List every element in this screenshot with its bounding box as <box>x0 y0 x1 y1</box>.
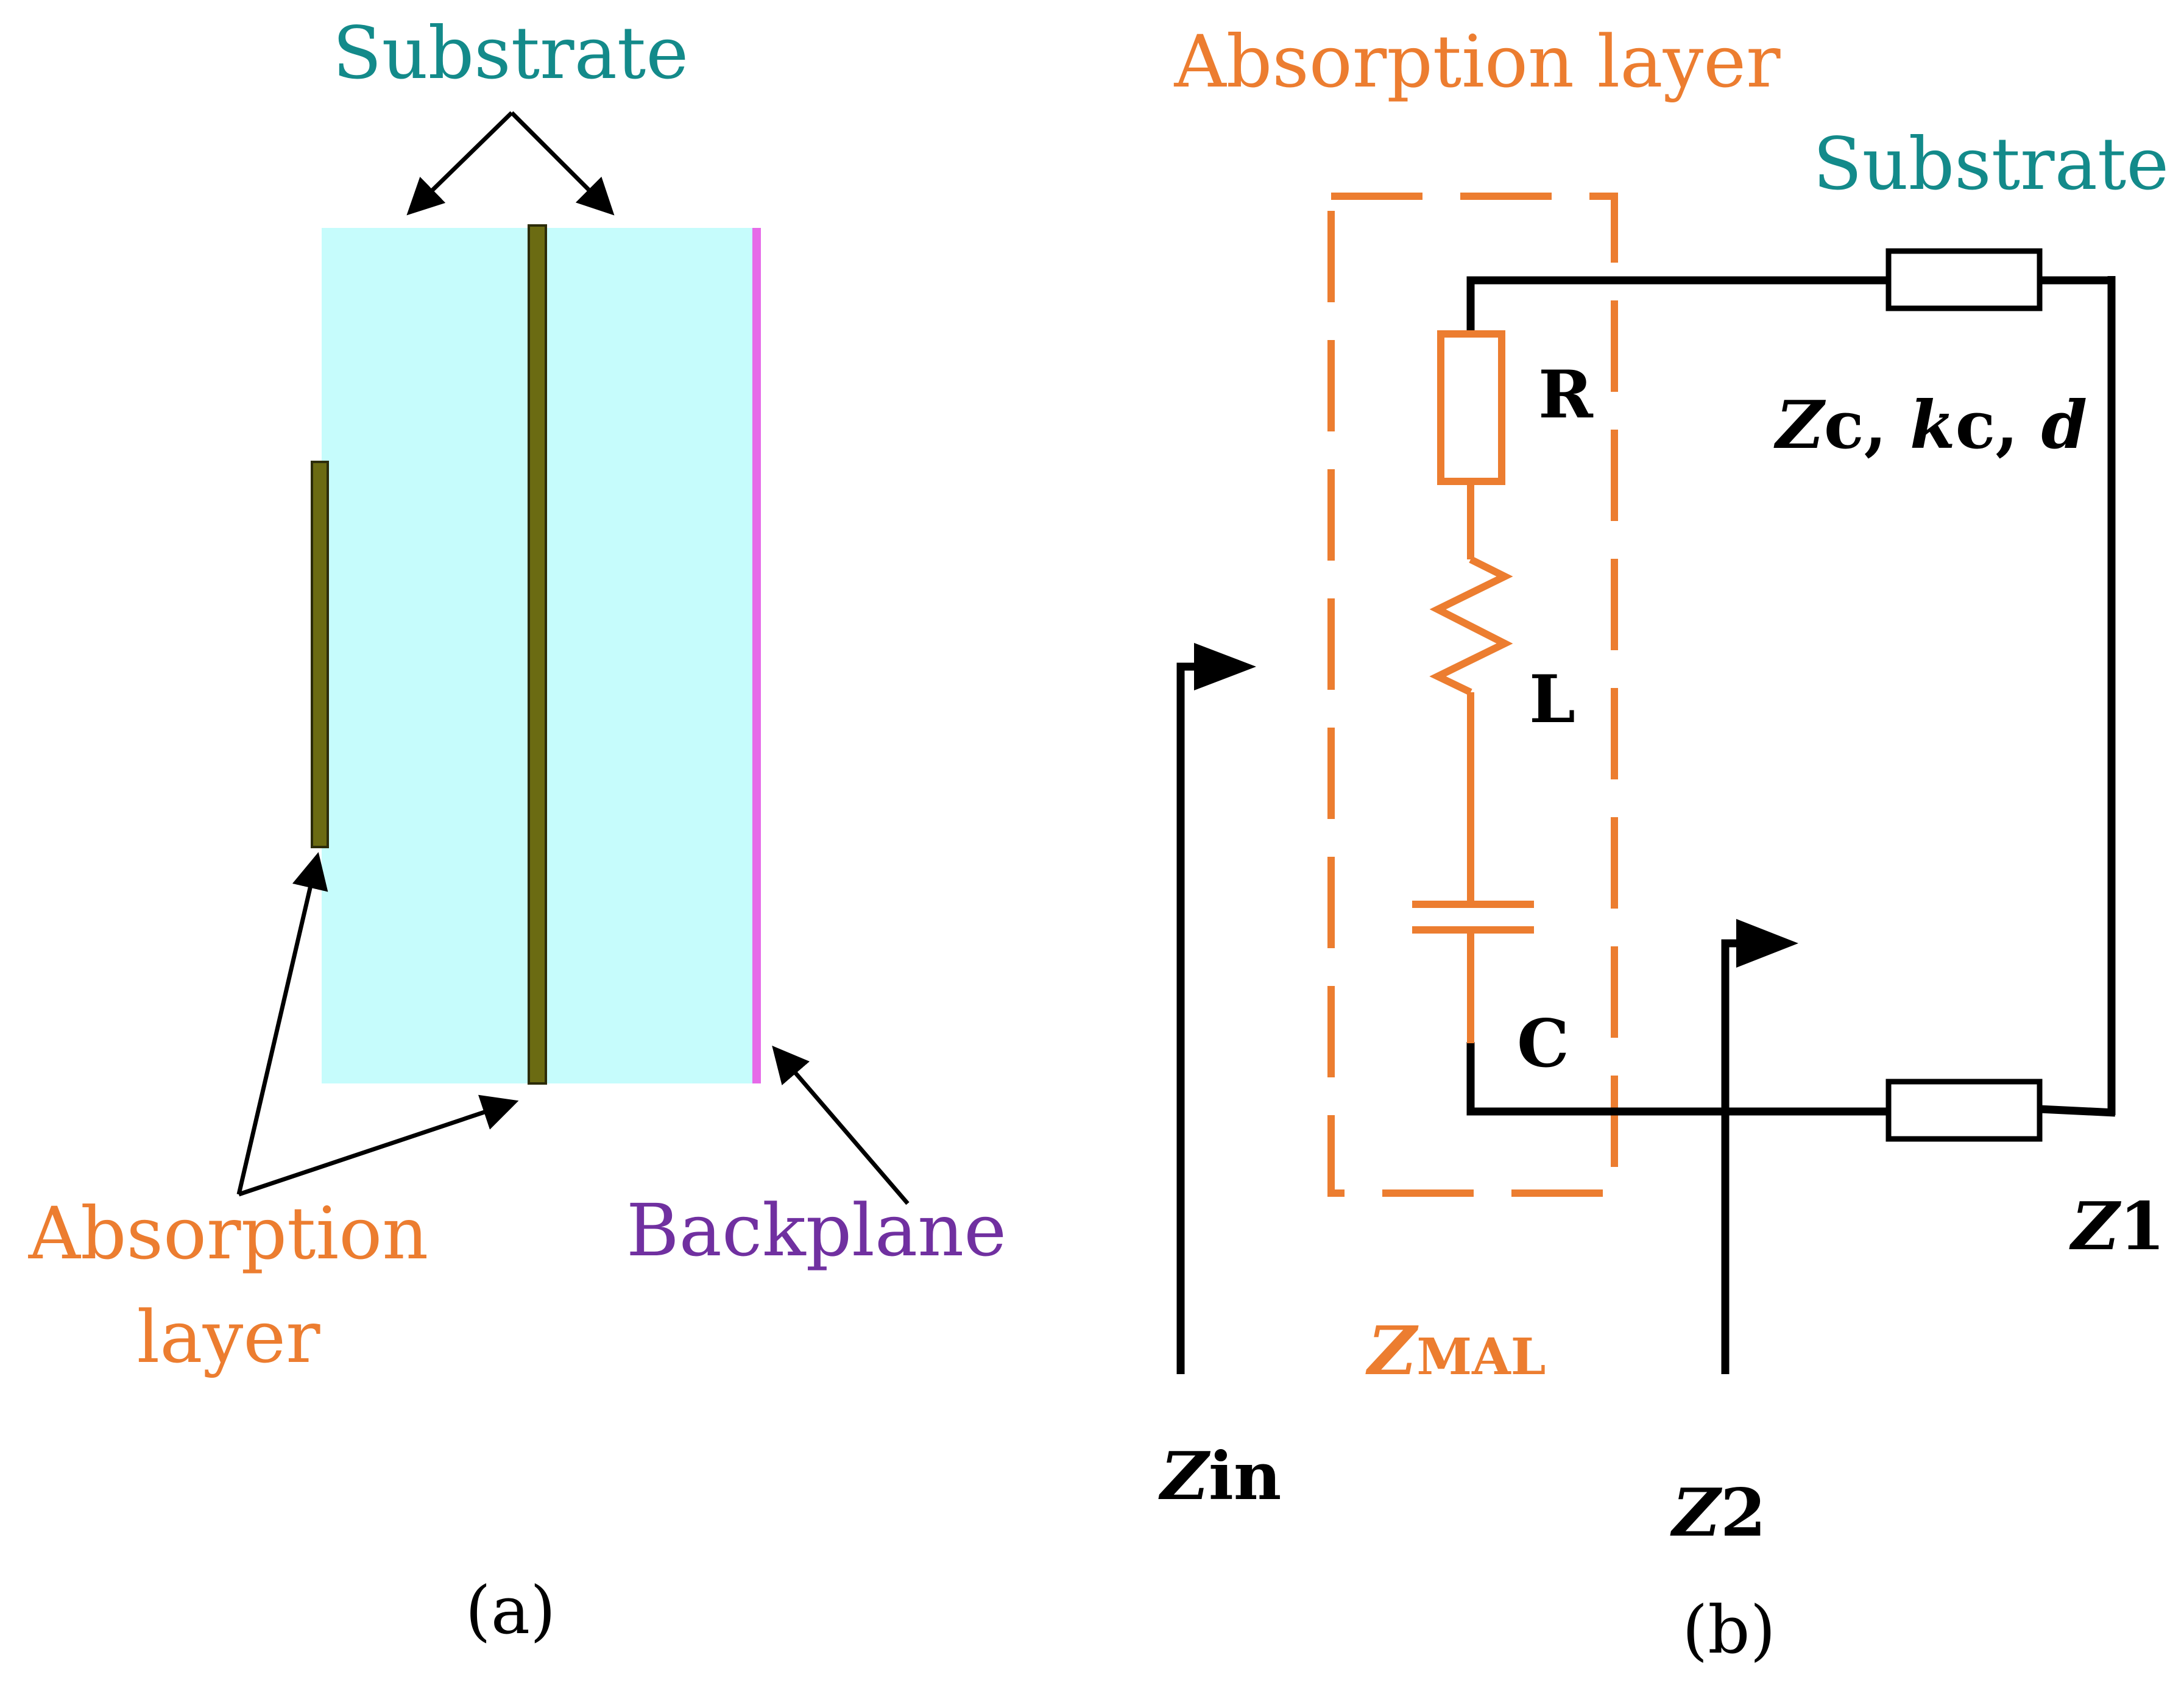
backplane <box>752 228 761 1083</box>
c-label: C <box>1517 1005 1569 1082</box>
zin-probe-line <box>1176 662 1212 1374</box>
resistor-r <box>1437 330 1505 485</box>
l-label: L <box>1529 661 1575 738</box>
substrate-arrow-left <box>406 111 514 216</box>
absorption-label-b: Absorption layer <box>1174 19 1781 104</box>
zin-label: Zin <box>1158 1438 1281 1515</box>
z1-label: Z1 <box>2069 1188 2165 1265</box>
absorption-label-a-line1: Absorption <box>28 1191 429 1275</box>
absorption-arrow-up <box>236 852 328 1195</box>
backplane-arrow <box>772 1045 910 1205</box>
backplane-label: Backplane <box>626 1188 1006 1272</box>
substrate-label-a: Substrate <box>333 11 688 95</box>
bottom-wire <box>1466 1042 1889 1116</box>
absorption-layer-middle <box>528 224 547 1085</box>
zin-arrowhead <box>1194 643 1256 690</box>
panel-b: Absorption layer Substrate R L C Zc, kc,… <box>1158 19 2169 1668</box>
substrate-label-b: Substrate <box>1813 122 2169 206</box>
wire-bottom-right <box>2039 1105 2116 1117</box>
panel-a: Substrate Absorption layer Backplane (a) <box>28 11 1006 1649</box>
top-wire <box>1466 276 1889 335</box>
absorption-arrow-right <box>238 1094 519 1197</box>
z2-label: Z2 <box>1670 1475 1766 1551</box>
r-label: R <box>1538 356 1594 433</box>
substrate-line-top <box>1885 248 2043 311</box>
absorption-layer-box <box>1327 193 1618 1197</box>
z2-arrowhead <box>1736 919 1798 968</box>
inductor-l <box>1429 556 1513 696</box>
absorption-layer-front <box>311 461 329 848</box>
z2-probe-line <box>1721 939 1755 1374</box>
zmal-label: ZMAL <box>1365 1311 1546 1390</box>
caption-a: (a) <box>465 1573 556 1649</box>
absorption-label-a-line2: layer <box>137 1295 321 1379</box>
substrate-arrow-right <box>510 111 615 216</box>
substrate-line-bottom <box>1885 1079 2043 1142</box>
caption-b: (b) <box>1682 1592 1775 1668</box>
line-params-label: Zc, kc, d <box>1773 387 2087 464</box>
